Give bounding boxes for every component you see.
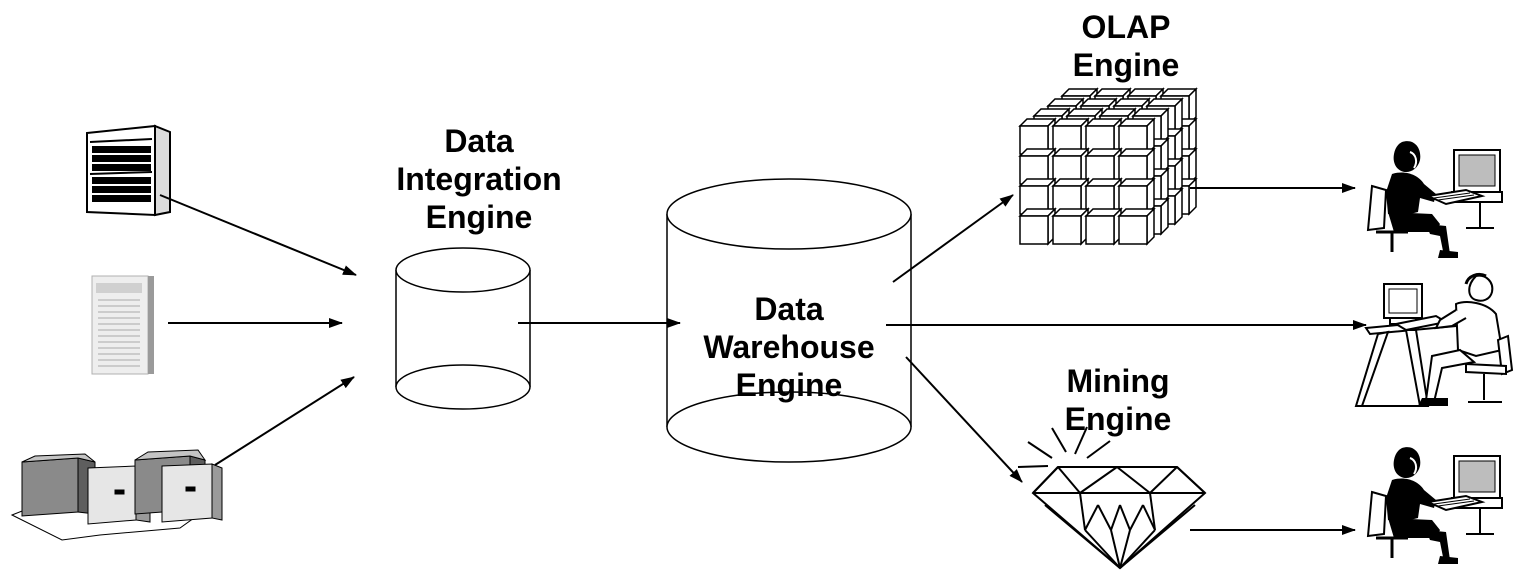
label-line: Integration [396, 161, 562, 197]
user-at-workstation-icon [1366, 447, 1503, 564]
analyst-at-desk-icon [1354, 272, 1514, 407]
rack-server-icon [86, 124, 171, 217]
integration-engine-label: Data Integration Engine [396, 122, 561, 236]
label-line: Engine [735, 367, 843, 403]
arrow-warehouse-to-mining [905, 356, 1023, 483]
label-line: Data [754, 291, 824, 327]
warehouse-cylinder [666, 178, 912, 463]
arrow-mainframe-to-integration [214, 376, 355, 466]
mining-engine-label: Mining Engine [1065, 362, 1172, 438]
user-at-workstation-icon [1366, 141, 1503, 258]
label-line: Warehouse [703, 329, 875, 365]
arrow-rack-to-integration [159, 194, 357, 276]
label-line: Mining [1066, 363, 1170, 399]
olap-engine-label: OLAP Engine [1073, 8, 1180, 84]
label-line: Engine [425, 199, 533, 235]
cube-cell [1084, 207, 1123, 246]
mainframe-icon [10, 449, 223, 541]
label-line: Engine [1072, 47, 1180, 83]
cube-cell [1117, 117, 1156, 156]
warehouse-engine-label: Data Warehouse Engine [703, 290, 874, 404]
integration-cylinder [395, 247, 531, 410]
cube-cell [1051, 207, 1090, 246]
label-line: Engine [1064, 401, 1172, 437]
label-line: OLAP [1081, 9, 1171, 45]
label-line: Data [444, 123, 514, 159]
olap-cube-icon [1018, 87, 1198, 246]
arrow-warehouse-to-olap [892, 194, 1014, 283]
cube-cell [1018, 207, 1057, 246]
cube-cell [1117, 177, 1156, 216]
tower-server-icon [91, 275, 154, 375]
cube-cell [1117, 207, 1156, 246]
diamond-icon [1017, 426, 1207, 570]
